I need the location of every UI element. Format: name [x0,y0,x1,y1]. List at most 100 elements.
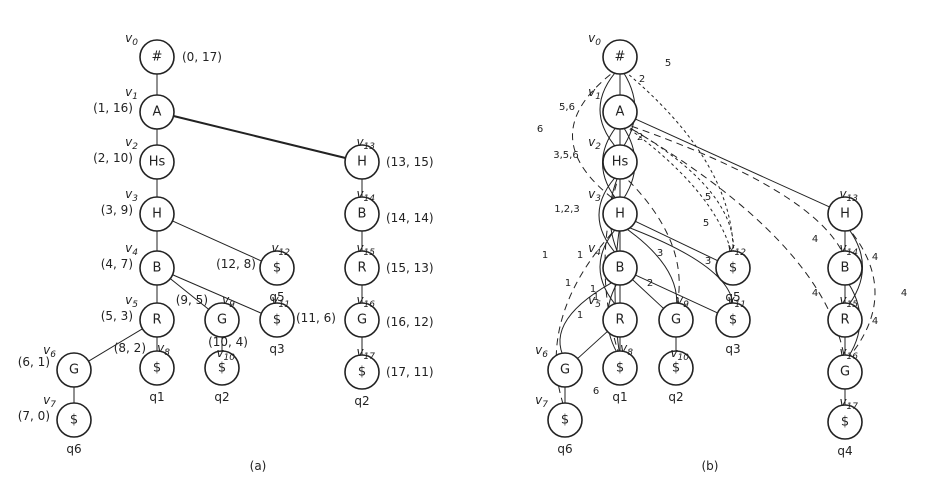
b-edge-v4-v11 [635,274,718,314]
b-arc-v3-v11 [619,223,734,310]
caption-a: (a) [250,459,267,473]
b-edge-v5-v6 [577,331,608,359]
b-arc-label-v3-v5: 1 [577,310,583,321]
a-vertex-id-v14: v14 [356,187,375,204]
a-interval-v1: (1, 16) [93,101,133,115]
a-node-label-v4: B [153,261,162,276]
b-vertex-id-v4: v4 [588,241,601,258]
a-vertex-id-v13: v13 [356,135,375,152]
a-interval-v11: (11, 6) [296,311,336,325]
b-arc-label-v1-v12: 5 [703,218,709,229]
a-interval-v9: (9, 5) [176,293,208,307]
a-edge-v4-v9 [169,278,210,310]
b-node-label-v14: B [841,261,850,276]
a-node-v17: $v17(17, 11)q2 [344,345,434,408]
a-interval-v16: (16, 12) [386,315,434,329]
b-node-circle-v2 [602,144,638,180]
b-arc-label-v1-v3: 3,5,6 [553,150,578,161]
b-node-circle-v17 [827,404,863,440]
b-node-circle-v11 [715,302,751,338]
a-interval-v17: (17, 11) [386,365,434,379]
a-node-circle-v9 [204,302,240,338]
a-node-label-v9: G [217,313,227,328]
a-interval-v3: (3, 9) [101,203,133,217]
b-node-label-v3: H [615,207,625,222]
a-node-label-v11: $ [273,313,281,328]
b-node-circle-v12 [715,250,751,286]
a-node-circle-v4 [139,250,175,286]
b-arc-label-v2-v4: 1,2,3 [554,204,579,215]
a-query-label-v8: q1 [149,390,164,404]
b-node-label-v7: $ [561,413,569,428]
b-node-label-v5: R [615,313,624,328]
b-arc-v1-v12 [619,121,735,258]
b-vertex-id-v11: v11 [727,293,746,310]
b-vertex-id-v6: v6 [535,343,548,360]
b-node-v6: Gv6 [535,343,583,388]
a-node-circle-v5 [139,302,175,338]
a-node-circle-v17 [344,354,380,390]
a-query-label-v12: q5 [269,290,284,304]
b-node-label-v4: B [616,261,625,276]
b-edge-v4-v9 [632,279,664,309]
a-query-label-v17: q2 [354,394,369,408]
b-arc-v1-v14 [619,121,846,258]
caption-b: (b) [702,459,719,473]
b-node-circle-v15 [827,302,863,338]
a-node-circle-v15 [344,250,380,286]
b-arc-label-v0-v2: 5,6 [559,102,575,113]
a-node-circle-v11 [259,302,295,338]
b-node-circle-v5 [602,302,638,338]
a-vertex-id-v6: v6 [43,343,56,360]
a-interval-v2: (2, 10) [93,151,133,165]
a-node-label-v7: $ [70,413,78,428]
a-vertex-id-v10: v10 [216,346,235,363]
b-arc-label-v3-v9: 3 [657,248,663,259]
a-interval-v12: (12, 8) [216,257,256,271]
b-query-label-v17: q4 [837,444,852,458]
a-vertex-id-v0: v0 [125,31,138,48]
a-node-v11: $v11(11, 6)q3 [259,293,336,356]
a-node-v8: $v8(8, 2)q1 [114,341,175,404]
a-interval-v13: (13, 15) [386,155,434,169]
b-node-circle-v16 [827,354,863,390]
a-vertex-id-v1: v1 [125,85,138,102]
a-node-circle-v14 [344,196,380,232]
b-node-label-v2: Hs [612,155,629,170]
b-arc-label-v4-v8: 1 [565,278,571,289]
b-node-v1: Av1 [588,85,638,130]
a-interval-v4: (4, 7) [101,257,133,271]
a-node-label-v10: $ [218,361,226,376]
b-vertex-id-v13: v13 [839,187,858,204]
a-node-label-v1: A [153,105,162,120]
a-node-label-v5: R [152,313,161,328]
b-query-label-v12: q5 [725,290,740,304]
a-vertex-id-v2: v2 [125,135,138,152]
b-node-v4: Bv4 [588,241,638,286]
b-arc-v0-v2 [599,66,621,153]
a-interval-v7: (7, 0) [18,409,50,423]
b-arc-label-v1-v14: 4 [812,234,818,245]
a-edge-v5-v6 [88,328,143,362]
b-query-label-v8: q1 [612,390,627,404]
a-node-v4: Bv4(4, 7) [101,241,175,286]
b-arc-v2-v9 [619,171,680,310]
a-query-label-v7: q6 [66,442,81,456]
b-arc-v2-v4 [598,171,621,259]
a-interval-v14: (14, 14) [386,211,434,225]
a-node-label-v6: G [69,363,79,378]
b-arc-v3-v5 [599,223,621,311]
a-node-label-v16: G [357,313,367,328]
b-node-label-v12: $ [729,261,737,276]
a-node-circle-v16 [344,302,380,338]
b-arc-v3-v9 [619,223,678,310]
b-arc-label-v13-v16: 4 [901,288,907,299]
b-arc-v0-v3 [572,66,621,205]
